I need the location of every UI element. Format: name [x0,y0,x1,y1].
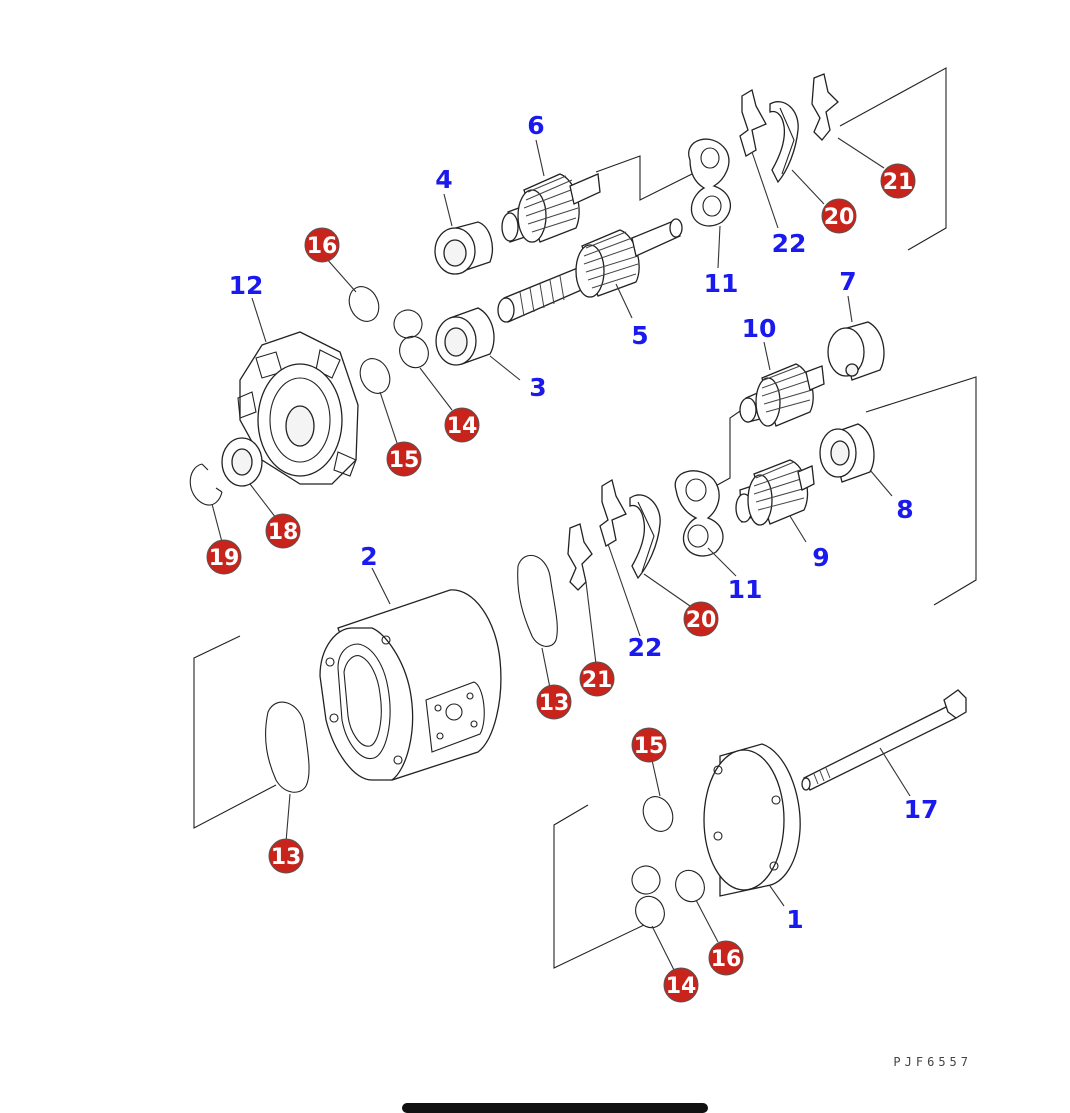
svg-text:21: 21 [582,668,613,693]
badge-14-upper: 14 [444,407,480,443]
callout-10: 10 [742,314,777,343]
callout-22-lower: 22 [628,633,663,662]
badge-13-right: 13 [536,684,572,720]
badge-numbers: 21 20 16 14 15 18 19 20 [206,163,916,1003]
callout-3: 3 [529,373,546,402]
seal-set-upper [739,73,839,184]
badge-20-upper: 20 [821,198,857,234]
gear-part-9 [735,459,815,526]
svg-text:19: 19 [209,546,240,571]
gasket-part-13-left [265,701,310,793]
callout-8: 8 [896,495,913,524]
drive-shaft-part-5 [497,218,683,323]
callout-6: 6 [527,111,544,140]
end-cover-part-1 [703,743,801,897]
callout-2: 2 [360,542,377,571]
svg-text:15: 15 [634,734,665,759]
svg-text:16: 16 [711,947,742,972]
svg-text:21: 21 [883,170,914,195]
badge-15-lower: 15 [631,727,667,763]
driven-gear-part-10 [739,363,825,427]
callout-4: 4 [435,165,452,194]
callout-numbers: 6 4 12 5 3 11 22 7 10 8 9 11 2 22 17 1 [229,111,939,934]
bushing-part-8 [819,423,875,483]
callout-1: 1 [786,905,803,934]
svg-text:13: 13 [271,845,302,870]
badge-13-left: 13 [268,838,304,874]
callout-11-upper: 11 [704,269,739,298]
badge-21-upper: 21 [880,163,916,199]
badge-21-lower: 21 [579,661,615,697]
scroll-indicator[interactable] [402,1103,708,1113]
svg-text:16: 16 [307,234,338,259]
svg-text:13: 13 [539,691,570,716]
callout-22-upper: 22 [772,229,807,258]
svg-text:18: 18 [268,520,299,545]
badge-15-upper: 15 [386,441,422,477]
assembly-brackets [193,67,977,969]
callout-12: 12 [229,271,264,300]
svg-text:14: 14 [666,974,697,999]
callout-11-lower: 11 [728,575,763,604]
bolt-part-17 [801,689,967,791]
gasket-part-13-right [517,554,558,647]
svg-text:15: 15 [389,448,420,473]
callout-9: 9 [812,543,829,572]
seal-set-lower [567,478,661,591]
badge-18: 18 [265,513,301,549]
drawing-code: PJF6557 [893,1055,972,1069]
seal-rings-upper [348,286,429,394]
driven-gear-part-6 [501,173,601,243]
bushing-part-7 [827,321,885,381]
front-cover-part-12 [237,331,359,485]
pump-body-part-2 [319,589,502,781]
callout-17: 17 [904,795,939,824]
svg-text:20: 20 [686,608,717,633]
badge-16-upper: 16 [304,227,340,263]
snap-ring-part-19 [189,463,223,506]
side-plate-part-11-lower [674,470,724,557]
bushing-part-4 [434,221,493,275]
badge-20-lower: 20 [683,601,719,637]
callout-7: 7 [839,267,856,296]
svg-text:14: 14 [447,414,478,439]
badge-19: 19 [206,539,242,575]
svg-text:20: 20 [824,205,855,230]
badge-14-lower: 14 [663,967,699,1003]
bushing-part-3 [435,307,495,366]
oil-seal-part-18 [221,437,263,487]
callout-5: 5 [631,321,648,350]
badge-16-lower: 16 [708,940,744,976]
side-plate-part-11-upper [688,138,732,227]
leader-lines [211,137,911,971]
seal-rings-lower [631,796,705,929]
